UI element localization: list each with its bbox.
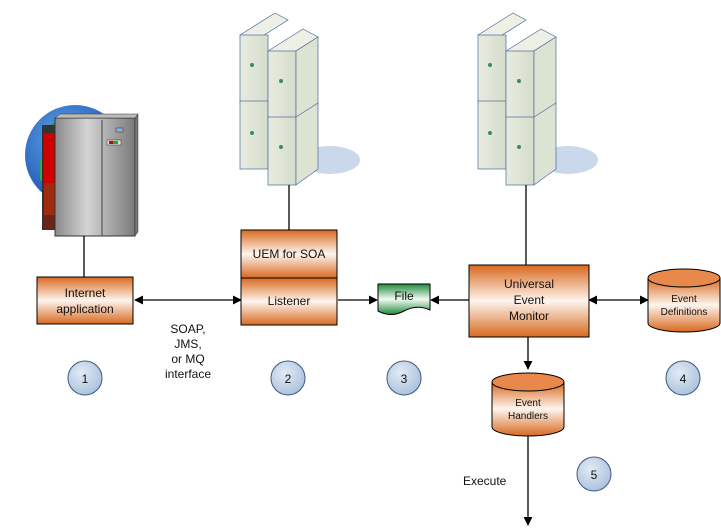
- event-handlers-label-1: Event: [515, 398, 541, 409]
- step-marker-5: 5: [576, 456, 612, 492]
- uem-label-3: Monitor: [509, 309, 549, 323]
- step-marker-3: 3: [386, 360, 422, 396]
- step-number: 5: [591, 468, 598, 482]
- uem-for-soa-box[interactable]: UEM for SOA: [240, 229, 338, 279]
- step-number: 1: [82, 372, 89, 386]
- execute-label: Execute: [463, 474, 507, 488]
- internet-application-label-1: Internet: [65, 286, 106, 300]
- interface-label-line: SOAP,: [170, 322, 205, 336]
- uem-for-soa-label: UEM for SOA: [253, 247, 326, 261]
- mainframe-globe-icon: [25, 105, 139, 237]
- file-document[interactable]: File: [377, 283, 431, 315]
- server-stack-icon: [239, 12, 360, 186]
- server-stack-icon: [477, 12, 598, 186]
- event-definitions-database[interactable]: Event Definitions: [647, 268, 721, 333]
- step-number: 2: [285, 372, 292, 386]
- event-definitions-label-2: Definitions: [661, 307, 708, 318]
- interface-label-line: JMS,: [174, 337, 201, 351]
- step-marker-4: 4: [665, 360, 701, 396]
- event-definitions-label-1: Event: [671, 294, 697, 305]
- interface-label-line: interface: [165, 367, 211, 381]
- file-label: File: [394, 289, 414, 303]
- listener-box[interactable]: Listener: [240, 277, 338, 326]
- uem-label-1: Universal: [504, 277, 554, 291]
- event-handlers-label-2: Handlers: [508, 411, 548, 422]
- listener-label: Listener: [268, 294, 311, 308]
- universal-event-monitor-box[interactable]: Universal Event Monitor: [468, 264, 590, 338]
- uem-label-2: Event: [514, 293, 545, 307]
- step-marker-2: 2: [270, 360, 306, 396]
- internet-application-label-2: application: [56, 302, 113, 316]
- step-number: 3: [401, 372, 408, 386]
- step-marker-1: 1: [67, 360, 103, 396]
- internet-application-box[interactable]: Internet application: [36, 276, 134, 325]
- event-handlers-database[interactable]: Event Handlers: [491, 372, 565, 437]
- step-number: 4: [680, 372, 687, 386]
- interface-label: SOAP, JMS, or MQ interface: [165, 322, 211, 381]
- interface-label-line: or MQ: [171, 352, 204, 366]
